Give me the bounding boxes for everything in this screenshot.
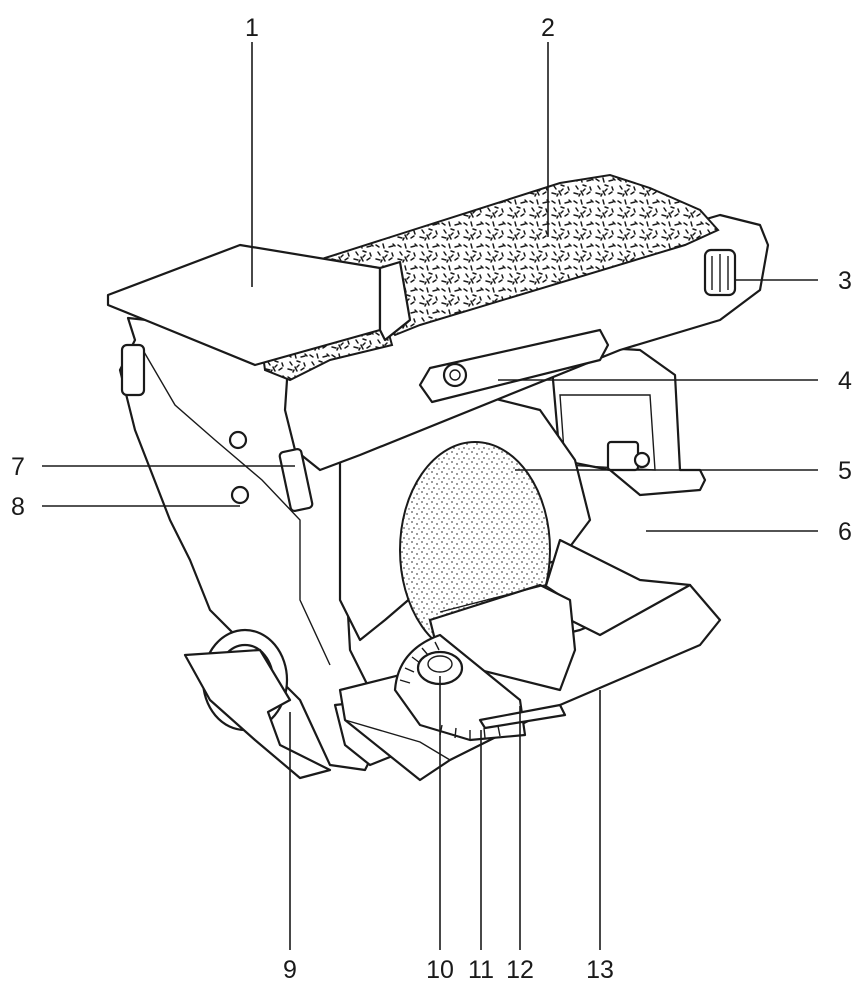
table-tilt-lock (278, 448, 314, 512)
label-2: 2 (541, 14, 555, 42)
mitre-fence-top (439, 584, 561, 613)
machine-illustration (106, 173, 770, 782)
tension-screw (442, 362, 468, 388)
label-8: 8 (11, 493, 25, 521)
frame-hole-upper (228, 430, 248, 450)
label-1: 1 (245, 14, 259, 42)
belt-tension-slot (418, 328, 610, 404)
tracking-knob-ridges (711, 254, 729, 292)
label-7: 7 (11, 453, 25, 481)
mitre-lock-knob-top (427, 655, 453, 673)
protractor-ticks (399, 641, 501, 740)
leader-lines (42, 42, 818, 950)
on-off-switch (606, 440, 640, 472)
belt-table-edge (107, 304, 256, 366)
label-6: 6 (838, 518, 852, 546)
frame-hole-lower (230, 485, 250, 505)
sanding-belt (323, 173, 720, 337)
belt-hinge-knob (120, 343, 146, 397)
label-12: 12 (506, 956, 534, 984)
frame-edge (139, 344, 331, 666)
label-9: 9 (283, 956, 297, 984)
tension-screw-inner (449, 369, 461, 381)
label-11: 11 (468, 956, 494, 984)
base-foot (183, 648, 332, 780)
label-4: 4 (838, 367, 852, 395)
label-5: 5 (838, 457, 852, 485)
label-3: 3 (838, 267, 852, 295)
switch-button (633, 451, 651, 469)
part-number-labels: 1 2 3 4 5 6 7 8 9 10 11 12 13 (11, 14, 852, 984)
label-10: 10 (426, 956, 454, 984)
label-13: 13 (586, 956, 614, 984)
belt-table-fence (378, 260, 412, 342)
mitre-pointer (478, 703, 567, 730)
